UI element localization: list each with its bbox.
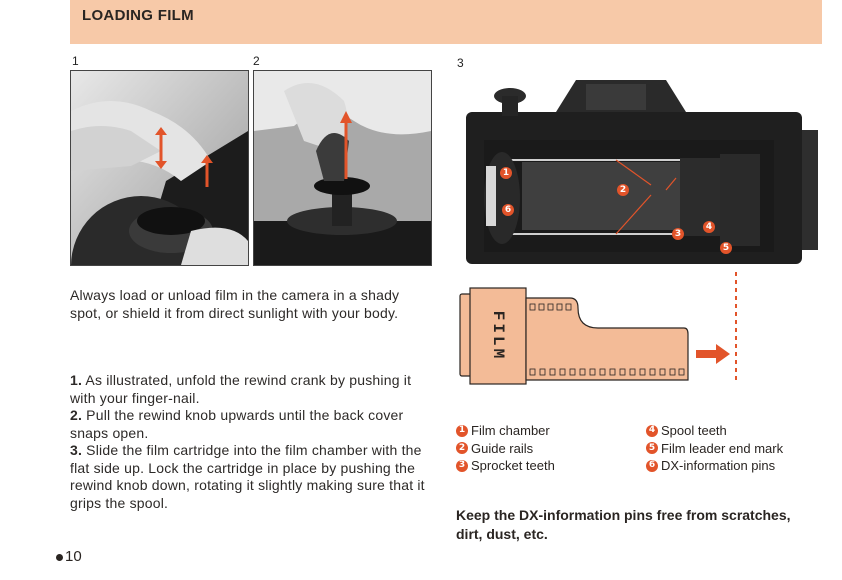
camera-back-illustration [466,80,818,264]
figure-number-1: 1 [72,54,79,68]
step-3: 3. Slide the film cartridge into the fil… [70,442,425,511]
steps-list: 1. As illustrated, unfold the rewind cra… [70,372,430,512]
callout-3: 3 [672,228,684,240]
photo-camera-back: 1 2 3 4 5 6 [466,70,818,264]
cartridge-label: FILM [489,311,507,361]
callout-4: 4 [703,221,715,233]
rewind-knob-illustration [254,71,431,265]
page-title: LOADING FILM [82,7,194,24]
callout-2: 2 [617,184,629,196]
photo-rewind-crank [70,70,249,266]
step-1: 1. As illustrated, unfold the rewind cra… [70,372,412,406]
figure-number-2: 2 [253,54,260,68]
page-number: 10 [56,548,82,565]
photo-rewind-knob [253,70,432,266]
step-2: 2. Pull the rewind knob upwards until th… [70,407,404,441]
figure-number-3: 3 [457,56,464,70]
header-band: LOADING FILM [70,0,822,44]
warning-note: Keep the DX-information pins free from s… [456,507,791,542]
bullet-dot [56,553,63,561]
rewind-crank-illustration [71,71,248,265]
callout-1: 1 [500,167,512,179]
callout-5: 5 [720,242,732,254]
film-cartridge-diagram: FILM [459,272,737,385]
callout-6: 6 [502,204,514,216]
intro-paragraph: Always load or unload film in the camera… [70,287,400,321]
